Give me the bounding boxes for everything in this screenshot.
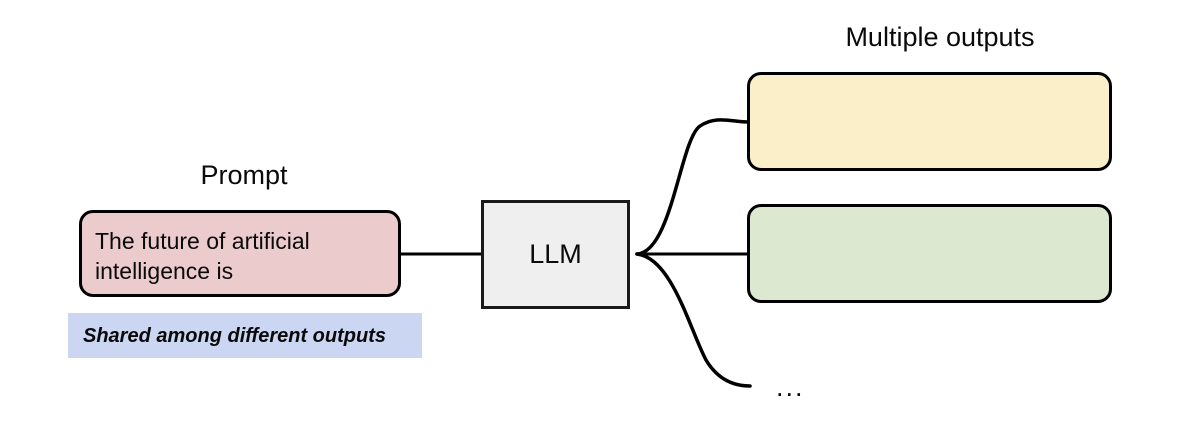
shared-note-text: Shared among different outputs: [83, 325, 386, 347]
multiple-outputs-label: Multiple outputs: [845, 22, 1035, 52]
llm-label: LLM: [529, 239, 582, 269]
prompt-label: Prompt: [200, 160, 288, 190]
output-box-2[interactable]: [747, 204, 1112, 303]
edge-llm-to-output-1: [635, 118, 750, 256]
prompt-text: The future of artificial intelligence is: [95, 228, 310, 284]
output-box-1[interactable]: [747, 72, 1112, 171]
edge-llm-to-more: [635, 252, 752, 388]
more-outputs-ellipsis: ...: [776, 372, 805, 402]
llm-box[interactable]: LLM: [481, 200, 630, 309]
shared-note-band: [68, 313, 422, 358]
prompt-box[interactable]: [79, 210, 401, 297]
